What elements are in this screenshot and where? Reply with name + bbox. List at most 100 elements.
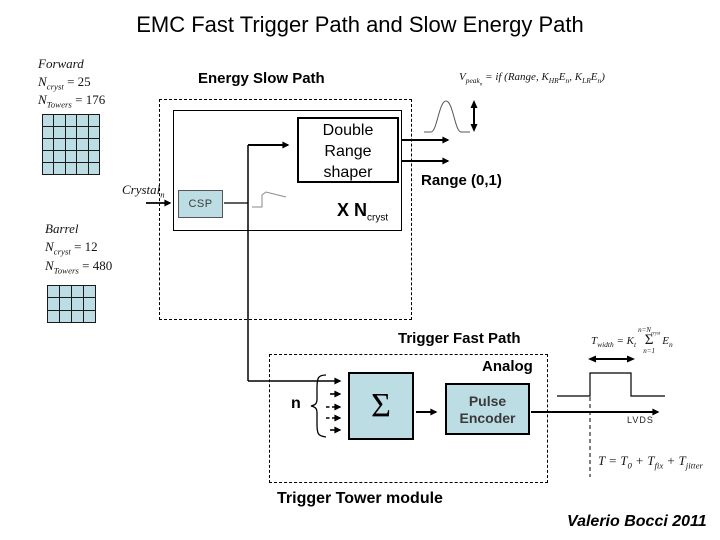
- gaussian-pulse: [424, 100, 470, 133]
- var: N: [38, 92, 47, 107]
- analog-label: Analog: [482, 358, 533, 375]
- grid-cell: [43, 127, 54, 138]
- energy-slow-path-box: [159, 99, 412, 320]
- sum-upper-limit: n=N: [638, 326, 651, 334]
- double-range-shaper-box: Double Range shaper: [297, 117, 399, 183]
- grid-cell: [65, 151, 77, 162]
- csp-label: CSP: [188, 197, 213, 210]
- grid-cell: [48, 286, 59, 298]
- p3: + T: [663, 453, 686, 468]
- grid-cell: [77, 139, 88, 150]
- sub: cryst: [46, 81, 64, 92]
- grid-cell: [54, 163, 65, 174]
- k2-sub: LR: [582, 76, 591, 86]
- forward-label: Forward: [38, 56, 84, 71]
- s3: jitter: [685, 460, 703, 471]
- sub: cryst: [367, 212, 389, 224]
- amplitude-arrowhead-up: [470, 100, 478, 108]
- grid-cell: [60, 298, 71, 310]
- barrel-crystal-grid: [47, 285, 96, 323]
- sub: cryst: [53, 246, 71, 257]
- shaper-line3: shaper: [323, 164, 373, 181]
- energy-slow-path-label: Energy Slow Path: [198, 70, 325, 87]
- value: = 480: [78, 258, 113, 273]
- peak-voltage-formula: Vpeakn = if (Range, KHREn, KLREn): [459, 71, 605, 88]
- k-sub: t: [634, 339, 637, 349]
- csp-box: CSP: [178, 190, 223, 218]
- grid-cell: [65, 127, 77, 138]
- var: V: [459, 71, 466, 83]
- sub: Towers: [53, 265, 79, 276]
- grid-cell: [60, 286, 71, 298]
- e2-sub: n: [597, 76, 602, 86]
- var: T: [591, 334, 598, 347]
- grid-cell: [72, 310, 83, 322]
- width-formula: Twidth = Kt n=Ncryst Σ n=1 En: [591, 327, 673, 355]
- eq: = K: [613, 334, 634, 347]
- grid-cell: [54, 139, 65, 150]
- grid-cell: [77, 163, 88, 174]
- barrel-ncryst: Ncryst = 12: [45, 239, 98, 257]
- sub: n: [160, 189, 165, 200]
- grid-cell: [84, 286, 95, 298]
- shaper-line2: Range: [324, 143, 372, 160]
- pe-line2: Encoder: [459, 410, 516, 426]
- grid-cell: [54, 127, 65, 138]
- grid-cell: [43, 163, 54, 174]
- grid-cell: [65, 139, 77, 150]
- forward-crystal-grid: [42, 114, 100, 175]
- grid-cell: [43, 151, 54, 162]
- value: = 25: [63, 74, 91, 89]
- pulse-encoder-box: Pulse Encoder: [445, 383, 530, 435]
- grid-cell: [88, 115, 99, 126]
- x-ncryst-label: X Ncryst: [337, 200, 388, 224]
- forward-ncryst: Ncryst = 25: [38, 74, 91, 92]
- var: Crystal: [122, 182, 161, 197]
- sub: Towers: [46, 99, 72, 110]
- grid-cell: [77, 127, 88, 138]
- range-label: Range (0,1): [421, 172, 502, 189]
- sub: peak: [465, 76, 480, 86]
- grid-cell: [77, 151, 88, 162]
- value: = 176: [71, 92, 106, 107]
- width-arrowhead-left: [588, 355, 596, 363]
- slide-title: EMC Fast Trigger Path and Slow Energy Pa…: [136, 12, 584, 37]
- time-formula: T = T0 + Tfix + Tjitter: [598, 453, 703, 471]
- forward-ntowers: NTowers = 176: [38, 92, 106, 110]
- grid-cell: [88, 127, 99, 138]
- p1: T = T: [598, 453, 628, 468]
- close: ): [601, 71, 605, 83]
- sum-box: Σ: [348, 372, 414, 440]
- barrel-ntowers: NTowers = 480: [45, 258, 113, 276]
- subsub: n: [479, 81, 483, 88]
- grid-cell: [43, 115, 54, 126]
- trigger-fast-path-box: [269, 354, 548, 483]
- crystal-channel-box: [173, 110, 402, 231]
- grid-cell: [72, 298, 83, 310]
- k1-sub: HR: [548, 76, 559, 86]
- input-count-label: n: [291, 395, 301, 412]
- grid-cell: [48, 310, 59, 322]
- grid-cell: [84, 298, 95, 310]
- grid-cell: [60, 310, 71, 322]
- s2: fix: [654, 460, 664, 471]
- prefix: X N: [337, 200, 368, 220]
- grid-cell: [43, 139, 54, 150]
- value: = 12: [70, 239, 98, 254]
- grid-cell: [72, 286, 83, 298]
- var: N: [38, 74, 47, 89]
- sub: width: [597, 339, 614, 349]
- barrel-label: Barrel: [45, 221, 79, 236]
- square-pulse: [557, 372, 665, 397]
- trigger-tower-module-label: Trigger Tower module: [277, 490, 443, 507]
- mid: = if (Range, K: [482, 71, 549, 83]
- shaper-line1: Double: [322, 122, 374, 139]
- e-sub: n: [668, 339, 673, 349]
- grid-cell: [65, 115, 77, 126]
- lvds-label: LVDS: [627, 415, 654, 425]
- grid-cell: [54, 115, 65, 126]
- sum-upper-sub: cryst: [650, 331, 661, 337]
- e-var: E: [662, 334, 669, 347]
- e2: E: [590, 71, 598, 83]
- comma: , K: [569, 71, 583, 83]
